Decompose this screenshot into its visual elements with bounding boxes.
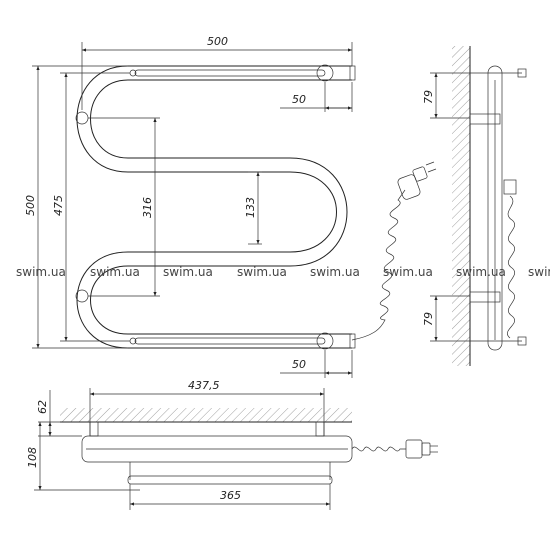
mount-bottom-right — [316, 332, 334, 350]
watermark-row: swim.ua swim.ua swim.ua swim.ua swim.ua … — [16, 265, 550, 279]
side-pipe — [487, 65, 503, 351]
top-rail-detail — [134, 69, 326, 77]
power-plug — [397, 161, 437, 200]
dim-top-offset: 50 — [292, 93, 306, 106]
mount-top-left — [75, 111, 89, 125]
dim-bottom-offset: 50 — [292, 358, 306, 371]
plan-plug — [405, 439, 423, 459]
side-view: 79 79 — [422, 46, 527, 366]
power-cord — [351, 189, 406, 341]
watermark-6: swim.ua — [383, 265, 433, 279]
dim-right-span: 133 — [244, 197, 257, 218]
watermark-5: swim.ua — [310, 265, 360, 279]
side-heater-box — [503, 179, 517, 195]
dim-side-top: 79 — [422, 90, 435, 104]
dim-inner-height: 475 — [52, 195, 65, 216]
watermark-2: swim.ua — [90, 265, 140, 279]
plan-cord — [351, 446, 406, 452]
front-view: 500 50 50 500 475 316 133 — [24, 35, 437, 378]
dim-left-span: 316 — [141, 197, 154, 218]
dim-overall-height: 500 — [24, 195, 37, 216]
watermark-7: swim.ua — [456, 265, 506, 279]
watermark-1: swim.ua — [16, 265, 66, 279]
dim-overall-width: 500 — [207, 35, 228, 48]
mount-bottom-left — [75, 289, 89, 303]
dim-bar-length: 365 — [220, 489, 241, 502]
plan-lower-bar — [127, 475, 333, 485]
bottom-rail-detail — [134, 337, 326, 345]
watermark-3: swim.ua — [163, 265, 213, 279]
bottom-pipe-end — [349, 333, 356, 349]
side-wall-hatch — [452, 46, 470, 366]
mount-top-right — [316, 64, 334, 82]
plan-view: 437,5 62 108 365 — [26, 379, 438, 510]
watermark-4: swim.ua — [237, 265, 287, 279]
side-power-cord — [507, 195, 515, 339]
dim-side-bottom: 79 — [422, 312, 435, 326]
dim-depth-span: 437,5 — [188, 379, 220, 392]
dim-wall-gap: 62 — [36, 400, 49, 414]
watermark-8: swim.ua — [528, 265, 550, 279]
top-pipe-end — [349, 65, 356, 81]
plan-wall-hatch — [60, 408, 352, 422]
dim-depth-total: 108 — [26, 447, 39, 468]
